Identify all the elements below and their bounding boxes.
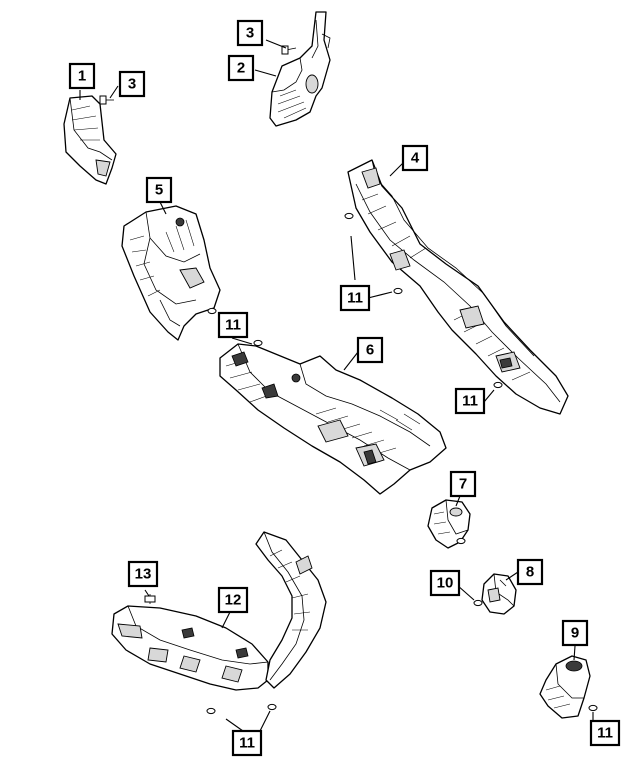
callout-11-label: 11	[347, 290, 363, 307]
callout-11-center: 11	[217, 311, 249, 339]
bolt-icon	[144, 594, 156, 604]
nut-icon	[207, 307, 217, 315]
callout-11-upper-right: 11	[339, 284, 371, 312]
nut-icon	[344, 212, 354, 220]
callout-4: 4	[401, 144, 429, 172]
callout-5-label: 5	[155, 182, 163, 199]
part-5-heat-shield	[121, 205, 221, 341]
part-4-heat-shield	[347, 159, 569, 415]
callout-3-left: 3	[118, 70, 146, 98]
part-6-heat-shield	[219, 343, 447, 495]
bolt-icon	[99, 95, 114, 105]
callout-6-label: 6	[366, 342, 374, 359]
callout-11-bottom-right: 11	[589, 719, 621, 747]
part-12-heat-shield	[111, 531, 327, 691]
callout-11-right: 11	[454, 387, 486, 415]
callout-11-label: 11	[597, 725, 613, 742]
callout-2-label: 2	[237, 60, 245, 77]
callout-10: 10	[429, 569, 461, 597]
nut-icon	[206, 707, 216, 715]
callout-10-label: 10	[437, 575, 454, 592]
callout-12: 12	[217, 586, 249, 614]
part-9-heat-shield	[539, 655, 591, 719]
callout-1-label: 1	[78, 68, 86, 85]
callout-13: 13	[127, 560, 159, 588]
callout-11-label: 11	[225, 317, 241, 334]
callout-12-label: 12	[225, 592, 242, 609]
nut-icons	[206, 212, 598, 715]
nut-icon	[588, 704, 598, 712]
part-1-heat-shield	[63, 95, 117, 185]
callout-8-label: 8	[526, 564, 534, 581]
part-2-heat-shield	[269, 11, 331, 127]
callout-7: 7	[449, 470, 477, 498]
callout-7-label: 7	[459, 476, 467, 493]
bolt-icon	[281, 45, 297, 55]
part-8-bracket	[481, 573, 517, 615]
nut-icon	[267, 703, 277, 711]
callout-11-bottom: 11	[231, 729, 263, 757]
callout-5: 5	[145, 176, 173, 204]
callout-9-label: 9	[571, 625, 579, 642]
part-7-heat-shield	[427, 499, 471, 549]
callout-3-top: 3	[236, 19, 264, 47]
callout-8: 8	[516, 558, 544, 586]
nut-icon	[473, 599, 483, 607]
callout-4-label: 4	[411, 150, 420, 167]
nut-icon	[253, 339, 263, 347]
nut-icon	[393, 287, 403, 295]
callout-3-label: 3	[128, 76, 136, 93]
nut-icon	[493, 381, 503, 389]
callout-6: 6	[356, 336, 384, 364]
callout-2: 2	[227, 54, 255, 82]
callout-11-label: 11	[462, 393, 478, 410]
callout-1: 1	[68, 62, 96, 90]
callout-13-label: 13	[135, 566, 152, 583]
callout-3-label: 3	[246, 25, 254, 42]
nut-icon	[456, 537, 466, 545]
callout-11-label: 11	[239, 735, 255, 752]
callout-9: 9	[561, 619, 589, 647]
